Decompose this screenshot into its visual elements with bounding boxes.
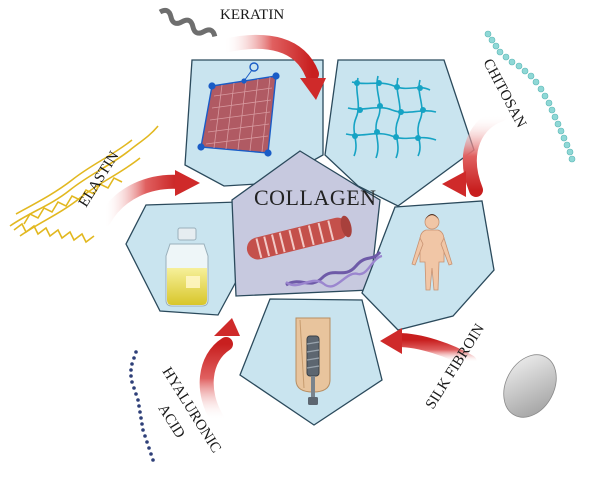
hydrogel-nodes <box>352 80 426 141</box>
hydrogel-network-icon <box>345 75 437 159</box>
label-silk-fibroin: SILK FIBROIN <box>423 321 488 412</box>
elastin-fiber-icon <box>9 125 159 244</box>
silk-cocoon-icon <box>503 354 557 418</box>
arrow-elastin <box>97 170 200 227</box>
keratin-fiber-icon <box>158 7 218 38</box>
skin-graft-patch-icon <box>197 62 280 157</box>
human-body-icon <box>411 214 453 291</box>
oil-bottle-icon <box>165 227 209 307</box>
tooth-implant-icon <box>295 317 331 405</box>
panel-center-collagen <box>231 150 381 297</box>
label-keratin: KERATIN <box>220 7 284 23</box>
human-hair <box>425 214 439 220</box>
arrow-silk <box>380 328 477 369</box>
arrow-hyaluronic <box>199 318 240 427</box>
arrow-chitosan <box>442 108 507 197</box>
arrow-keratin <box>217 34 326 100</box>
panel-chitosan <box>324 59 475 207</box>
center-title: COLLAGEN <box>254 185 377 210</box>
chitosan-bead-chain-icon <box>484 30 576 163</box>
collagen-fibril-icon <box>246 215 383 288</box>
hyaluronic-chain-icon <box>129 350 155 462</box>
